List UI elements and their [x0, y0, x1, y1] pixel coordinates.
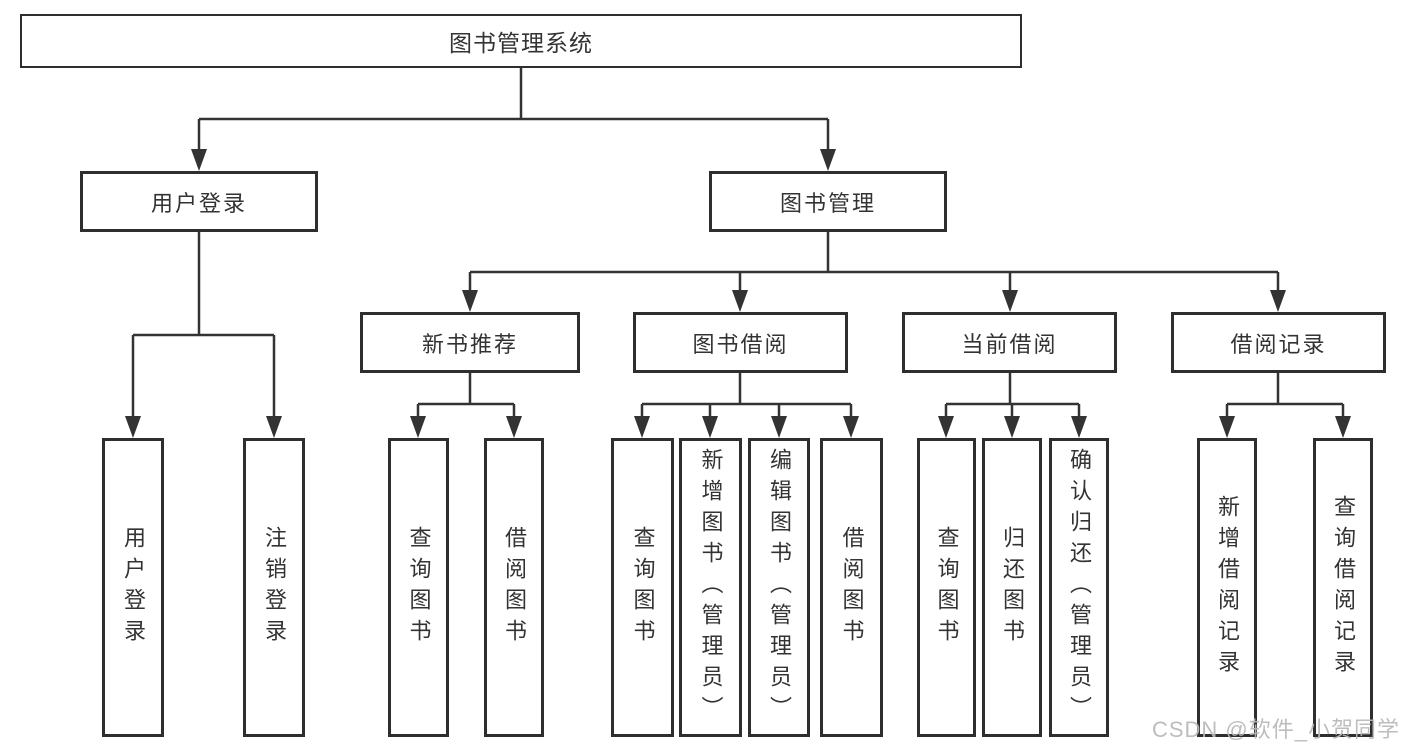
node-label: 新增图书（管理员）	[698, 448, 724, 727]
node-label: 图书管理	[779, 190, 876, 216]
node-confirm-return-admin: 确认归还（管理员）	[1049, 438, 1109, 737]
node-logout: 注销登录	[243, 438, 305, 737]
node-label: 确认归还（管理员）	[1067, 448, 1092, 727]
node-label: 归还图书	[1000, 525, 1025, 650]
node-label: 注销登录	[262, 525, 287, 650]
node-root-system: 图书管理系统	[20, 14, 1022, 68]
node-query-books-current: 查询图书	[917, 438, 976, 737]
node-label: 查询图书	[630, 525, 656, 650]
node-user-login-action: 用户登录	[102, 438, 164, 737]
node-edit-book-admin: 编辑图书（管理员）	[748, 438, 810, 737]
node-label: 借阅图书	[502, 525, 527, 650]
node-add-book-admin: 新增图书（管理员）	[679, 438, 742, 737]
node-book-management-branch: 图书管理	[709, 171, 947, 232]
node-borrow-books-recommend: 借阅图书	[484, 438, 544, 737]
node-query-books-recommend: 查询图书	[388, 438, 449, 737]
node-label: 查询图书	[934, 525, 960, 650]
node-label: 当前借阅	[961, 331, 1058, 357]
node-label: 用户登录	[121, 525, 146, 650]
node-label: 借阅记录	[1230, 331, 1327, 357]
node-label: 新书推荐	[421, 331, 518, 357]
node-borrowing-records: 借阅记录	[1171, 312, 1386, 373]
node-borrow-books-borrowing: 借阅图书	[820, 438, 883, 737]
node-book-borrowing: 图书借阅	[633, 312, 848, 373]
watermark: CSDN @软件_小贺同学	[1151, 717, 1400, 742]
node-label: 编辑图书（管理员）	[767, 448, 792, 727]
node-new-book-recommend: 新书推荐	[360, 312, 580, 373]
node-current-borrowing: 当前借阅	[902, 312, 1117, 373]
node-label: 用户登录	[150, 190, 247, 216]
node-label: 查询借阅记录	[1331, 494, 1356, 681]
node-query-borrow-record: 查询借阅记录	[1313, 438, 1373, 737]
node-label: 图书管理系统	[449, 30, 593, 56]
node-label: 新增借阅记录	[1215, 494, 1240, 681]
node-label: 图书借阅	[692, 331, 789, 357]
node-label: 查询图书	[406, 525, 432, 650]
arrowhead-icons	[125, 149, 1351, 438]
node-label: 借阅图书	[839, 525, 865, 650]
node-user-login-branch: 用户登录	[80, 171, 318, 232]
node-add-borrow-record: 新增借阅记录	[1197, 438, 1257, 737]
node-return-book: 归还图书	[982, 438, 1042, 737]
node-query-books-borrowing: 查询图书	[611, 438, 674, 737]
